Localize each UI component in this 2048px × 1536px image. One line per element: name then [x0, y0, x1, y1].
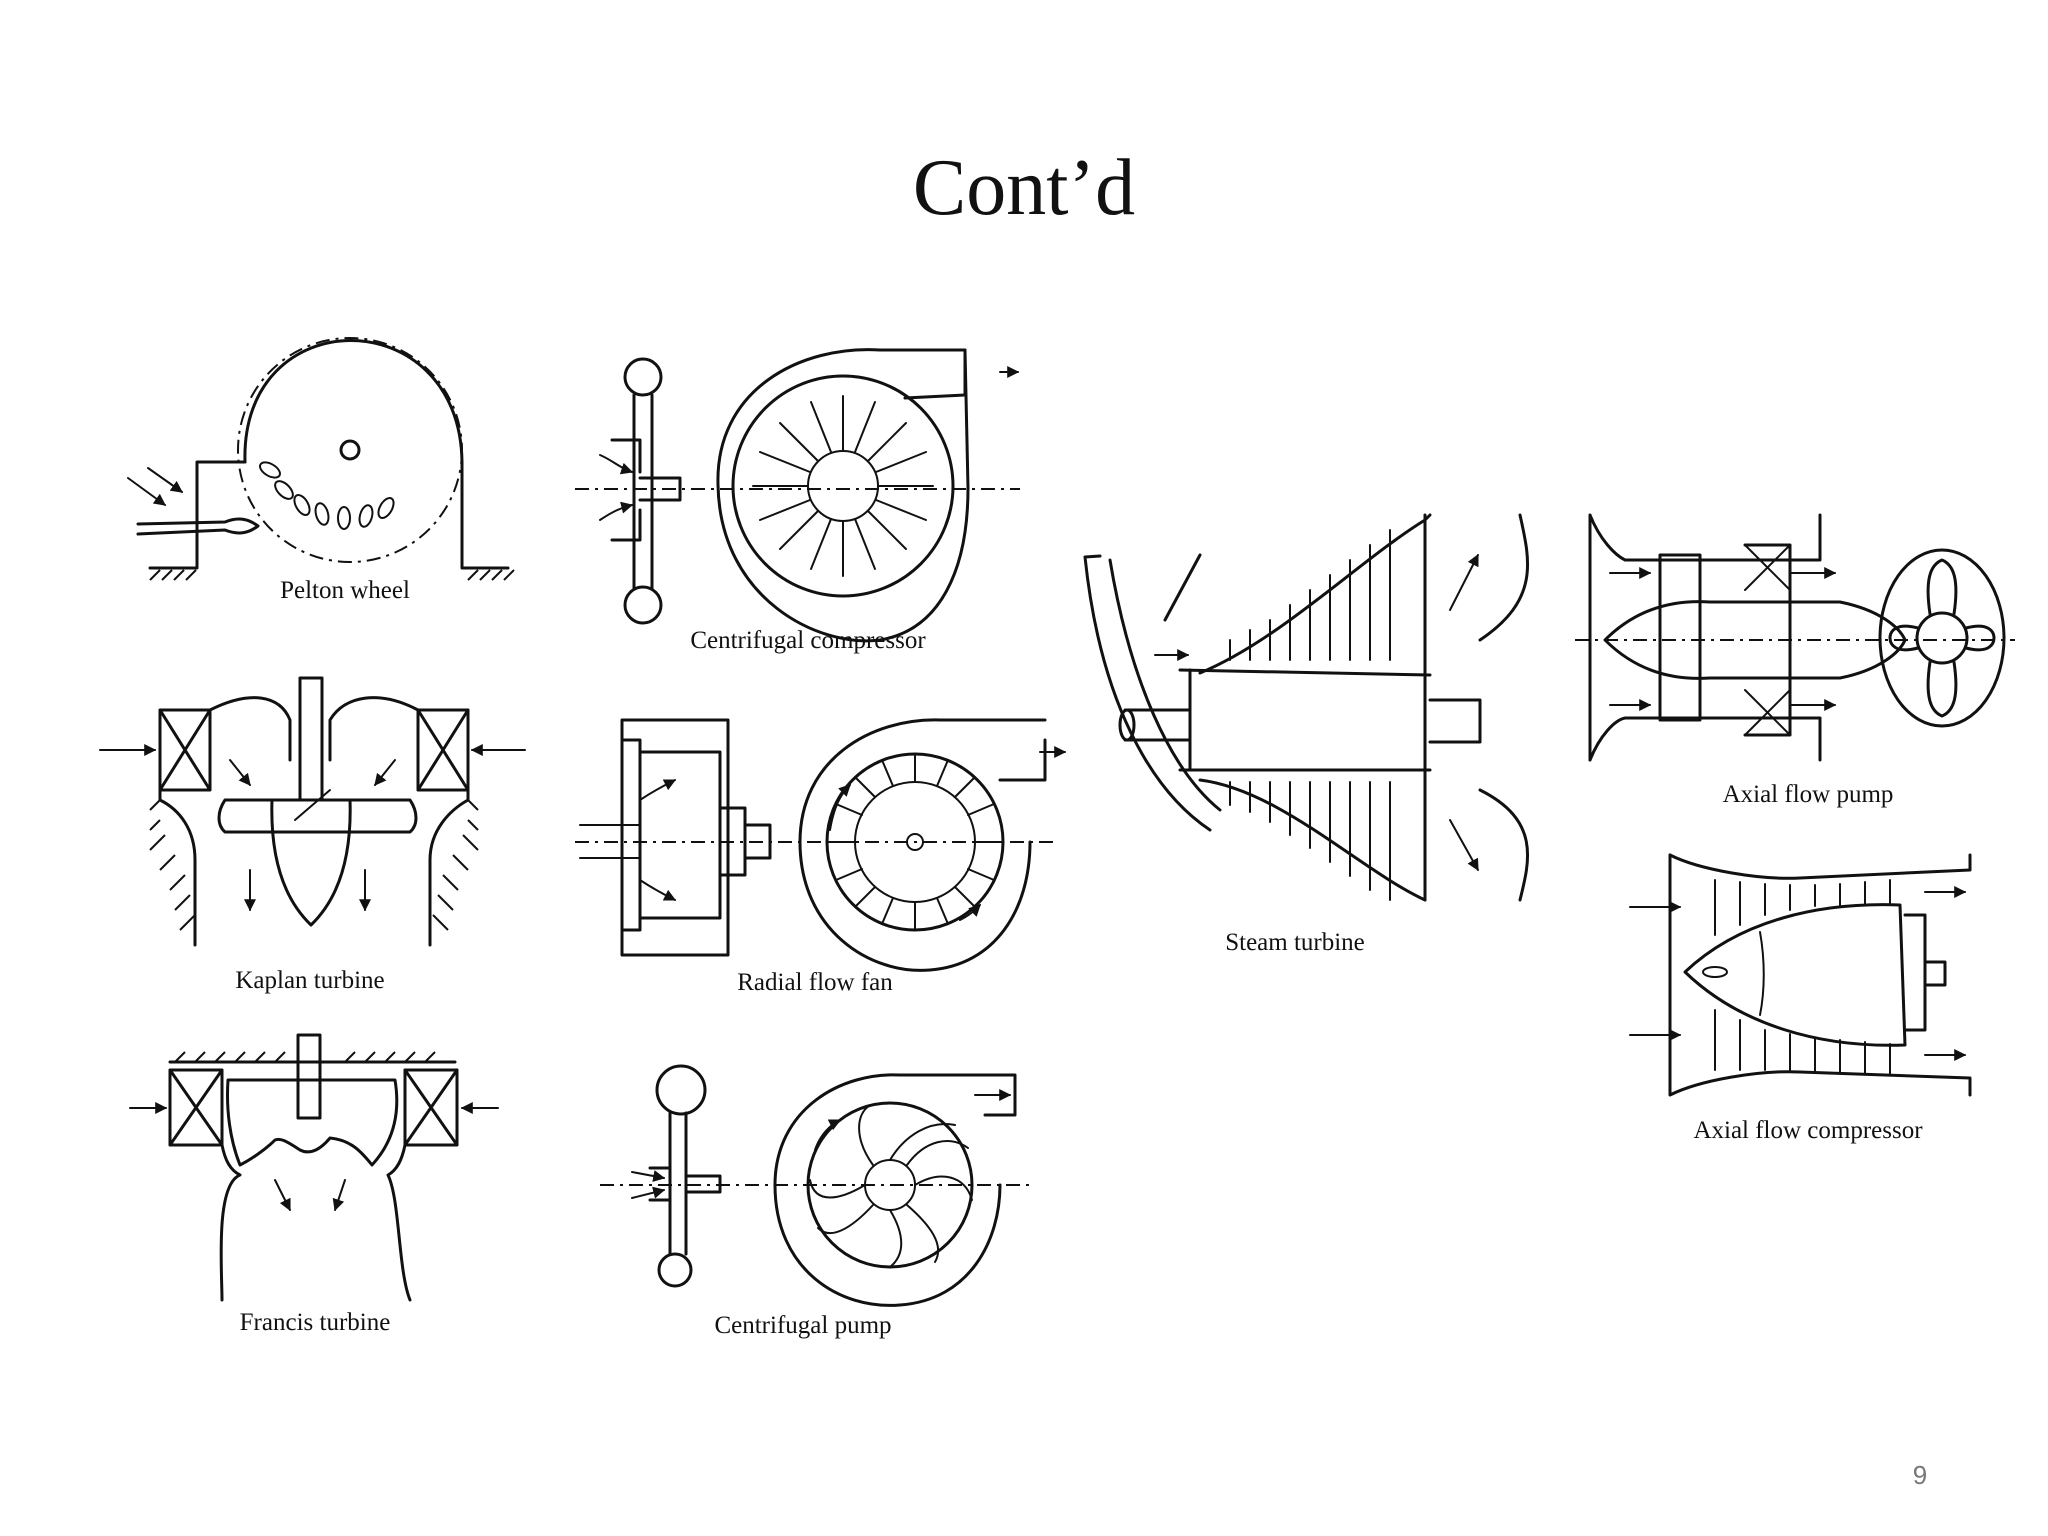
- axial-flow-pump-diagram: Axial flow pump: [1575, 513, 2015, 808]
- axial-flow-compressor-label: Axial flow compressor: [1693, 1117, 1923, 1144]
- francis-turbine-diagram: Francis turbine: [129, 1033, 499, 1336]
- page-number: 9: [1912, 1460, 1928, 1490]
- axial-flow-pump-label: Axial flow pump: [1723, 781, 1894, 808]
- radial-flow-fan-label: Radial flow fan: [737, 969, 893, 996]
- radial-flow-fan-diagram: Radial flow fan: [575, 718, 1067, 996]
- kaplan-turbine-diagram: Kaplan turbine: [99, 676, 526, 994]
- kaplan-turbine-label: Kaplan turbine: [235, 967, 384, 994]
- steam-turbine-label: Steam turbine: [1225, 929, 1365, 956]
- slide-title: Cont’d: [912, 144, 1136, 232]
- centrifugal-pump-diagram: Centrifugal pump: [600, 1064, 1030, 1339]
- centrifugal-pump-label: Centrifugal pump: [714, 1312, 891, 1339]
- axial-flow-compressor-diagram: Axial flow compressor: [1629, 853, 1972, 1144]
- pelton-wheel-diagram: Pelton wheel: [127, 337, 515, 604]
- steam-turbine-blading: [1229, 529, 1391, 901]
- pump-impeller-vanes: [809, 1104, 973, 1268]
- francis-turbine-label: Francis turbine: [240, 1309, 391, 1336]
- compressor-impeller-blades: [752, 395, 934, 577]
- fan-blades: [826, 753, 1004, 931]
- pelton-wheel-label: Pelton wheel: [280, 577, 410, 604]
- steam-turbine-diagram: Steam turbine: [1083, 513, 1530, 956]
- axial-compressor-blades: [1714, 879, 1891, 1076]
- centrifugal-compressor-diagram: Centrifugal compressor: [575, 348, 1020, 654]
- pelton-buckets: [259, 461, 395, 530]
- centrifugal-compressor-label: Centrifugal compressor: [690, 627, 926, 654]
